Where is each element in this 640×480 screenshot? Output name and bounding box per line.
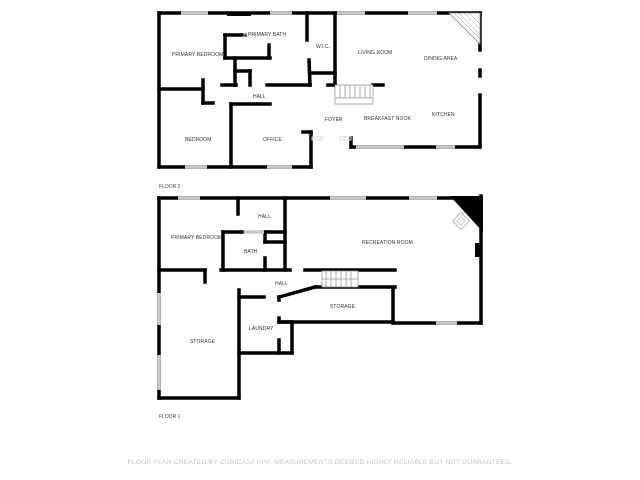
room-label-primary-bedroom: PRIMARY BEDROOM — [172, 52, 223, 58]
room-label-primary-bath: PRIMARY BATH — [248, 32, 286, 38]
floor-1-fireplace — [451, 211, 471, 231]
room-label-office: OFFICE — [263, 137, 282, 143]
floor-2-fireplace — [448, 12, 481, 45]
room-label-dining-area: DINING AREA — [424, 56, 458, 62]
room-label-primary-bedroom-f1: PRIMARY BEDROOM — [171, 235, 222, 241]
floor-2-room-labels: PRIMARY BEDROOM PRIMARY BATH W.I.C. LIVI… — [172, 32, 458, 143]
room-label-foyer: FOYER — [325, 117, 343, 123]
floor-2-walls — [157, 11, 482, 169]
room-label-hall: HALL — [253, 94, 266, 100]
room-label-kitchen: KITCHEN — [432, 112, 455, 118]
room-label-storage-left: STORAGE — [190, 339, 216, 345]
room-label-recreation-room: RECREATION ROOM — [362, 240, 413, 246]
room-label-breakfast-nook: BREAKFAST NOOK — [364, 116, 411, 122]
floor-2-doors — [243, 33, 352, 141]
floor-1-label: FLOOR 1 — [159, 414, 181, 420]
room-label-laundry: LAUNDRY — [249, 326, 274, 332]
room-label-wic: W.I.C. — [316, 44, 330, 50]
room-label-hall-lower: HALL — [275, 281, 288, 287]
floor-1-room-labels: PRIMARY BEDROOM HALL BATH RECREATION ROO… — [171, 214, 413, 345]
floor-2-label: FLOOR 2 — [159, 184, 181, 190]
room-label-storage-right: STORAGE — [330, 304, 356, 310]
room-label-hall-upper: HALL — [258, 214, 271, 220]
disclaimer-footer: FLOOR PLAN CREATED BY CUBICASA APP. MEAS… — [127, 459, 513, 466]
room-label-bath: BATH — [244, 249, 258, 255]
floor-1-stairs — [321, 270, 359, 288]
floor-1-windows — [157, 196, 457, 390]
floor-2-windows — [181, 11, 455, 169]
floor-2-plan: PRIMARY BEDROOM PRIMARY BATH W.I.C. LIVI… — [157, 11, 482, 190]
room-label-bedroom: BEDROOM — [185, 137, 212, 143]
room-label-living-room: LIVING ROOM — [358, 50, 392, 56]
floor-2-stairs — [334, 84, 374, 105]
floor-1-walls — [157, 194, 483, 400]
floor-1-plan: PRIMARY BEDROOM HALL BATH RECREATION ROO… — [157, 194, 483, 420]
